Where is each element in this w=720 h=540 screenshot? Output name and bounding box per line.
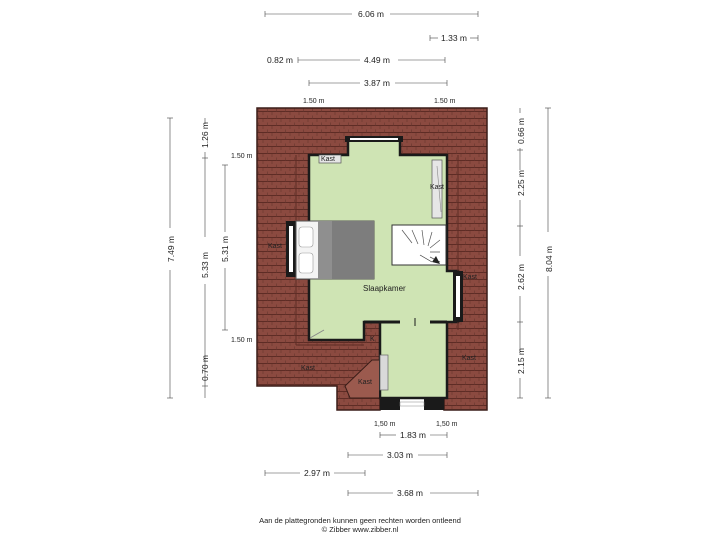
- footer-disclaimer: Aan de plattegronden kunnen geen rechten…: [259, 516, 461, 525]
- staircase: [391, 224, 447, 266]
- kast-label-right-mid: Kast: [463, 274, 477, 281]
- dim-right-seg2: 2.25 m: [516, 170, 526, 196]
- dim-bottom-inner: 1.83 m: [400, 430, 426, 440]
- height-mark-bottom-left: 1,50 m: [374, 421, 396, 428]
- closet-detail: [436, 165, 442, 213]
- footer-copyright: © Zibber www.zibber.nl: [321, 525, 399, 534]
- dim-left-middle: 5.33 m: [200, 252, 210, 278]
- height-mark-top-right: 1.50 m: [434, 98, 456, 105]
- kast-label-bottom-left: Kast: [301, 365, 315, 372]
- dim-lines-top: [264, 11, 479, 86]
- dim-total-depth-right: 8.04 m: [544, 246, 554, 272]
- height-mark-left-top: 1.50 m: [231, 153, 253, 160]
- dim-middle-segment: 4.49 m: [364, 55, 390, 65]
- dim-total-depth-left: 7.49 m: [166, 236, 176, 262]
- slope-detail: [309, 329, 325, 339]
- windows: [286, 136, 463, 410]
- dim-bottom-width4: 3.68 m: [397, 488, 423, 498]
- kast-label-bottom-mid: Kast: [358, 379, 372, 386]
- dim-right-seg3: 2.62 m: [516, 264, 526, 290]
- dim-inner-width: 3.87 m: [364, 78, 390, 88]
- dim-bottom-width3: 2.97 m: [304, 468, 330, 478]
- kast-label-right-top: Kast: [430, 184, 444, 191]
- height-mark-top-left: 1.50 m: [303, 98, 325, 105]
- closets: [318, 154, 443, 391]
- room-label-slaapkamer: Slaapkamer: [363, 284, 406, 293]
- dim-lines-right: [517, 107, 551, 399]
- dim-total-width: 6.06 m: [358, 9, 384, 19]
- dim-lines-left: [167, 117, 228, 399]
- dim-right-top: 0.66 m: [516, 118, 526, 144]
- dim-right-seg4: 2.15 m: [516, 348, 526, 374]
- dim-left-top: 1.26 m: [200, 122, 210, 148]
- kast-label-small: K: [370, 336, 375, 343]
- kast-label-bottom-right: Kast: [462, 355, 476, 362]
- kast-label-top: Kast: [321, 156, 335, 163]
- dim-left-bottom: 0.70 m: [200, 355, 210, 381]
- bed: [295, 220, 375, 280]
- dim-lines-bottom: [264, 432, 479, 496]
- height-mark-bottom-right: 1,50 m: [436, 421, 458, 428]
- dim-left-segment: 0.82 m: [267, 55, 293, 65]
- dim-inner-depth: 5.31 m: [220, 236, 230, 262]
- height-mark-left-bottom: 1.50 m: [231, 337, 253, 344]
- dim-right-segment: 1.33 m: [441, 33, 467, 43]
- dim-bottom-width2: 3.03 m: [387, 450, 413, 460]
- kast-label-left: Kast: [268, 243, 282, 250]
